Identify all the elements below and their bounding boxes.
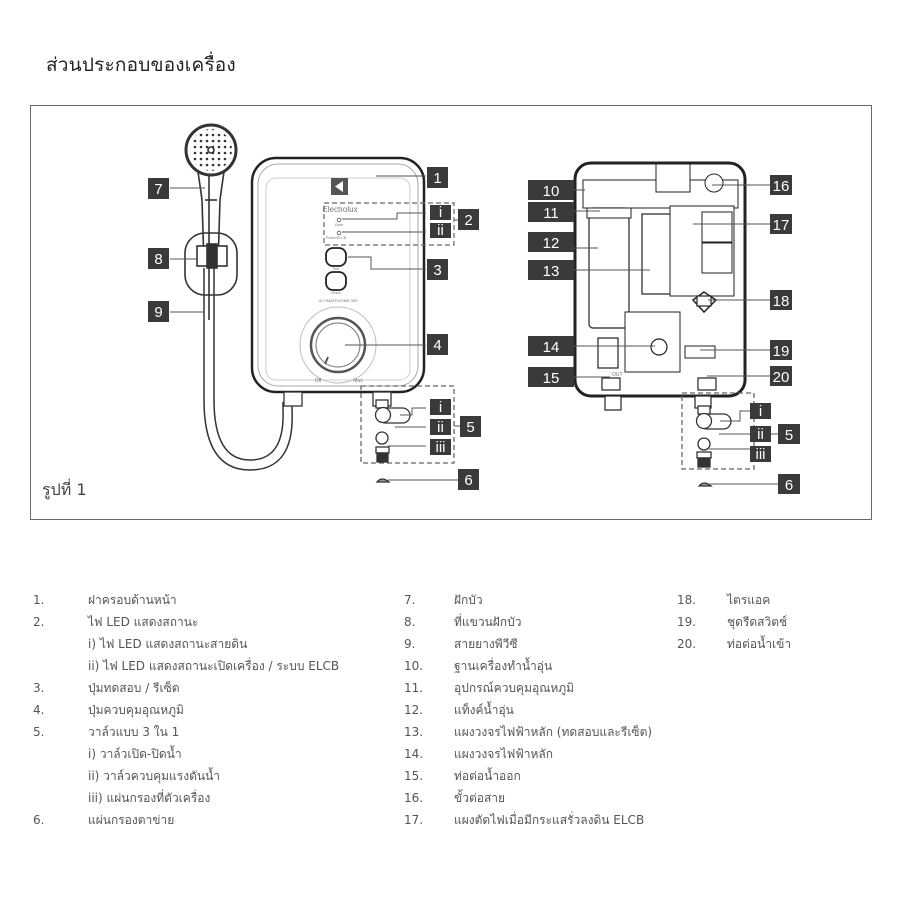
legend-column-1: 1.ฝาครอบด้านหน้า 2.ไฟ LED แสดงสถานะ i) ไ… xyxy=(33,593,340,827)
legend-column-3: 18.ไตรแอค 19.ชุดรีดสวิตช์ 20.ท่อต่อน้ำเข… xyxy=(677,593,792,651)
figure-frame xyxy=(30,105,872,520)
figure-caption: รูปที่ 1 xyxy=(42,480,87,499)
page-title: ส่วนประกอบของเครื่อง xyxy=(46,54,236,76)
legend-column-2: 7.ฝักบัว 8.ที่แขวนฝักบัว 9.สายยางพีวีซี … xyxy=(404,593,653,827)
